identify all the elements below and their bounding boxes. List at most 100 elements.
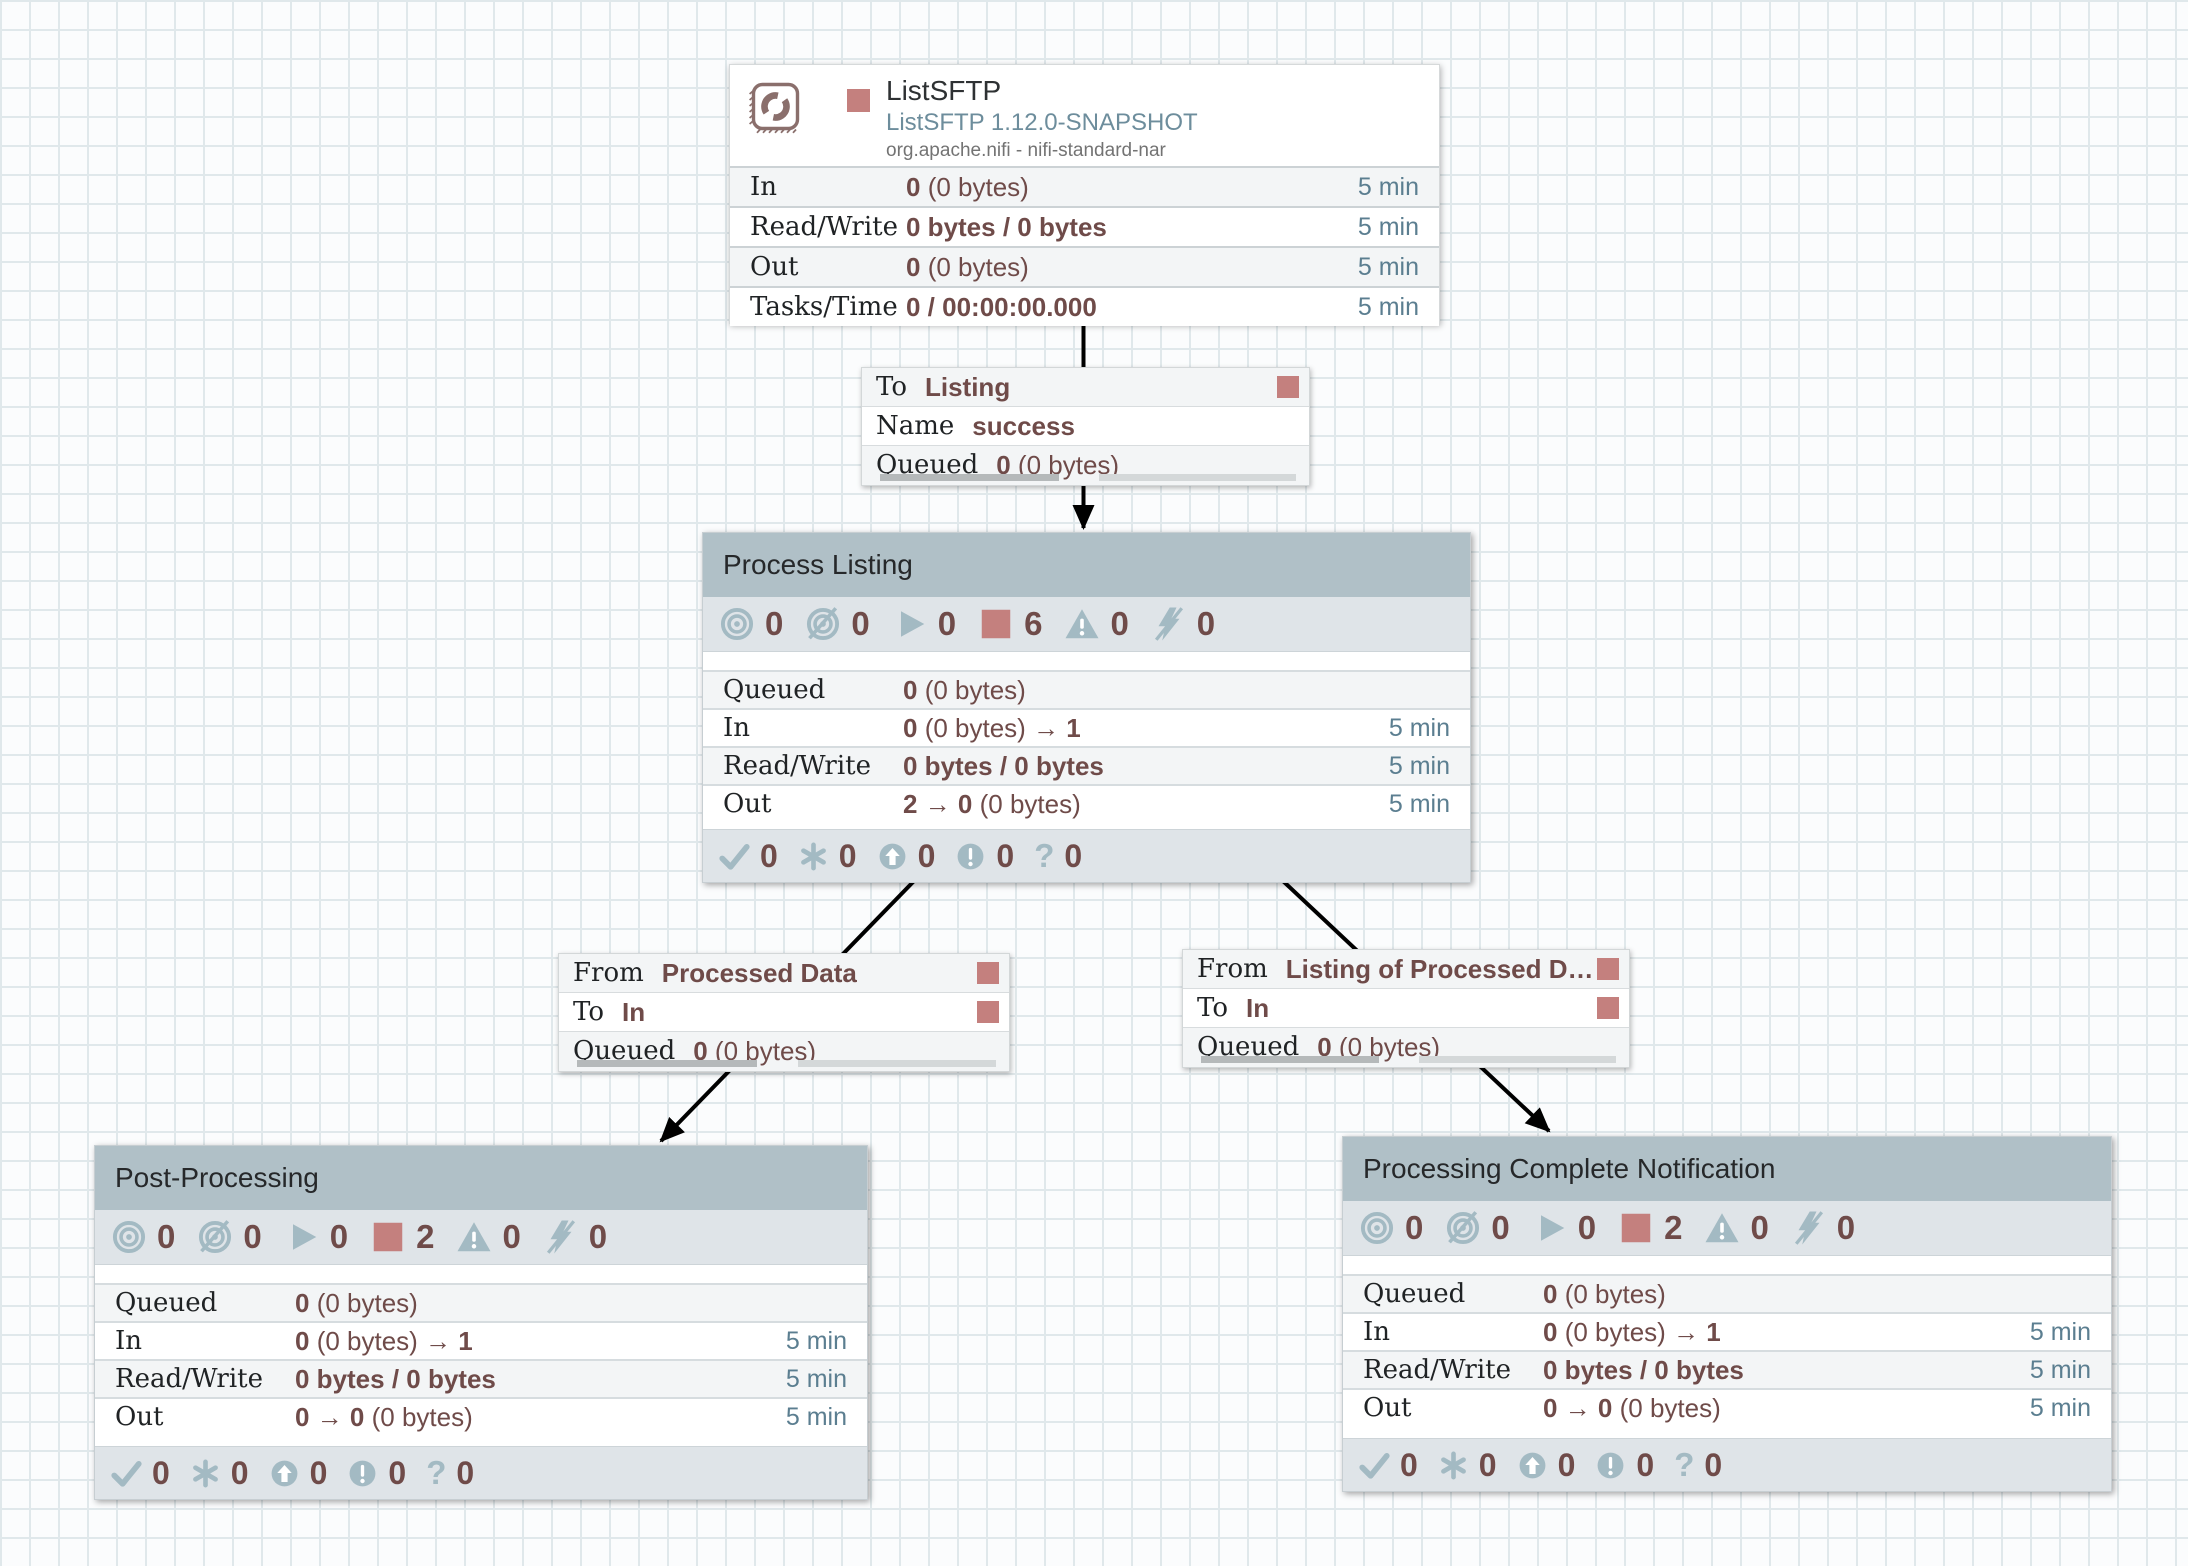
stopped-state-icon (977, 962, 999, 984)
locally-modified-and-stale-count: 0 (996, 837, 1015, 874)
process-group-version-bar: 0 0 0 0 ?0 (95, 1446, 867, 1499)
stat-value: 0 bytes / 0 bytes (1543, 1354, 1744, 1385)
stat-row-out: Out 0 (0 bytes) 5 min (730, 246, 1439, 286)
locally-modified-and-stale-icon (955, 841, 986, 872)
stat-row-in: In 0 (0 bytes) → 1 5 min (1343, 1312, 2111, 1350)
stat-row-tasks-time: Tasks/Time 0 / 00:00:00.000 5 min (730, 286, 1439, 326)
connection-label-success[interactable]: To Listing Name success Queued 0 (0 byte… (861, 367, 1310, 486)
connection-value: In (1245, 992, 1270, 1023)
process-group-header[interactable]: Processing Complete Notification (1343, 1137, 2111, 1201)
stat-value: 0 → 0 (0 bytes) (1543, 1392, 1721, 1423)
stale-count: 0 (917, 837, 936, 874)
transmitting-count: 0 (765, 605, 784, 642)
not-transmitting-count: 0 (243, 1218, 262, 1255)
process-group-processing-complete-notification[interactable]: Processing Complete Notification 0 0 0 2… (1342, 1136, 2112, 1492)
stopped-state-icon (1597, 958, 1619, 980)
connection-key: From (573, 958, 644, 988)
sync-failure-count: 0 (456, 1454, 475, 1491)
connection-label-listing-of-processed[interactable]: From Listing of Processed D… To In Queue… (1182, 949, 1630, 1068)
transmitting-icon (111, 1219, 147, 1255)
stopped-count: 2 (1664, 1209, 1683, 1246)
locally-modified-count: 0 (1478, 1446, 1497, 1483)
up-to-date-count: 0 (760, 837, 778, 874)
stat-row-read-write: Read/Write 0 bytes / 0 bytes 5 min (95, 1359, 867, 1397)
stopped-count: 6 (1024, 605, 1043, 642)
stopped-icon (978, 606, 1014, 642)
stat-value: 0 (0 bytes) (903, 674, 1026, 705)
stat-value: 0 (0 bytes) → 1 (295, 1325, 473, 1356)
connection-to-row: To In (1183, 988, 1629, 1028)
processor-type: ListSFTP 1.12.0-SNAPSHOT (886, 109, 1198, 136)
up-to-date-icon (719, 841, 750, 872)
process-group-status-bar: 0 0 0 2 0 0 (1343, 1201, 2111, 1256)
stat-label: In (723, 713, 751, 743)
stat-value: 2 → 0 (0 bytes) (903, 788, 1081, 819)
connection-key: To (573, 997, 604, 1027)
up-to-date-count: 0 (1400, 1446, 1418, 1483)
stale-icon (269, 1458, 300, 1489)
locally-modified-and-stale-icon (347, 1458, 378, 1489)
stopped-state-icon (1597, 997, 1619, 1019)
locally-modified-and-stale-icon (1595, 1450, 1626, 1481)
process-group-process-listing[interactable]: Process Listing 0 0 0 6 0 0 Queued 0 (0 … (702, 532, 1471, 883)
stat-window: 5 min (1388, 789, 1450, 818)
stat-label: Queued (1363, 1279, 1466, 1309)
processor-listsftp[interactable]: ListSFTP ListSFTP 1.12.0-SNAPSHOT org.ap… (729, 64, 1440, 326)
stat-label: Out (1363, 1393, 1412, 1423)
stat-value: 0 → 0 (0 bytes) (295, 1401, 473, 1432)
stat-label: Read/Write (115, 1364, 264, 1394)
stat-window: 5 min (785, 1402, 847, 1431)
stat-label: Read/Write (723, 751, 872, 781)
locally-modified-and-stale-count: 0 (388, 1454, 407, 1491)
stat-window: 5 min (785, 1364, 847, 1393)
stat-value: 0 bytes / 0 bytes (903, 750, 1104, 781)
connection-label-processed-data[interactable]: From Processed Data To In Queued 0 (0 by… (558, 953, 1010, 1072)
not-transmitting-icon (197, 1219, 233, 1255)
process-group-version-bar: 0 0 0 0 ?0 (703, 829, 1470, 882)
stat-row-out: Out 0 → 0 (0 bytes) 5 min (1343, 1388, 2111, 1426)
spacer (1343, 1256, 2111, 1274)
stat-value: 0 bytes / 0 bytes (295, 1363, 496, 1394)
stat-row-out: Out 2 → 0 (0 bytes) 5 min (703, 784, 1470, 822)
running-count: 0 (329, 1218, 349, 1255)
stat-label: Tasks/Time (750, 292, 898, 322)
processor-header[interactable]: ListSFTP ListSFTP 1.12.0-SNAPSHOT org.ap… (730, 65, 1439, 166)
process-group-post-processing[interactable]: Post-Processing 0 0 0 2 0 0 Queued 0 (0 … (94, 1145, 868, 1500)
running-icon (284, 1219, 320, 1255)
connection-key: From (1197, 954, 1268, 984)
stat-label: In (115, 1326, 143, 1356)
transmitting-count: 0 (157, 1218, 176, 1255)
process-group-status-bar: 0 0 0 2 0 0 (95, 1210, 867, 1265)
process-group-title: Process Listing (723, 549, 913, 580)
stat-window: 5 min (1388, 713, 1450, 742)
stat-label: Queued (115, 1288, 218, 1318)
stale-count: 0 (1557, 1446, 1576, 1483)
processor-bundle: org.apache.nifi - nifi-standard-nar (886, 140, 1166, 161)
connection-value: In (621, 996, 646, 1027)
process-group-header[interactable]: Post-Processing (95, 1146, 867, 1210)
process-group-version-bar: 0 0 0 0 ?0 (1343, 1438, 2111, 1491)
not-transmitting-count: 0 (851, 605, 870, 642)
connection-value: Listing of Processed D… (1285, 953, 1594, 984)
process-group-title: Processing Complete Notification (1363, 1153, 1776, 1184)
connection-name-row: Name success (862, 406, 1309, 446)
stat-row-read-write: Read/Write 0 bytes / 0 bytes 5 min (1343, 1350, 2111, 1388)
stat-window: 5 min (1357, 212, 1419, 241)
stat-window: 5 min (1357, 252, 1419, 281)
stat-value: 0 (0 bytes) (295, 1287, 418, 1318)
stat-label: Read/Write (750, 212, 899, 242)
transmitting-count: 0 (1405, 1209, 1424, 1246)
stat-value: 0 (0 bytes) (1543, 1278, 1666, 1309)
stopped-state-icon (977, 1001, 999, 1023)
up-to-date-icon (111, 1458, 142, 1489)
stat-label: Out (115, 1402, 164, 1432)
not-transmitting-count: 0 (1491, 1209, 1510, 1246)
stopped-state-icon (847, 89, 870, 112)
process-group-status-bar: 0 0 0 6 0 0 (703, 597, 1470, 652)
stat-window: 5 min (1388, 751, 1450, 780)
stat-label: In (1363, 1317, 1391, 1347)
stat-window: 5 min (1357, 172, 1419, 201)
invalid-icon (1064, 606, 1100, 642)
process-group-header[interactable]: Process Listing (703, 533, 1470, 597)
running-count: 0 (937, 605, 957, 642)
